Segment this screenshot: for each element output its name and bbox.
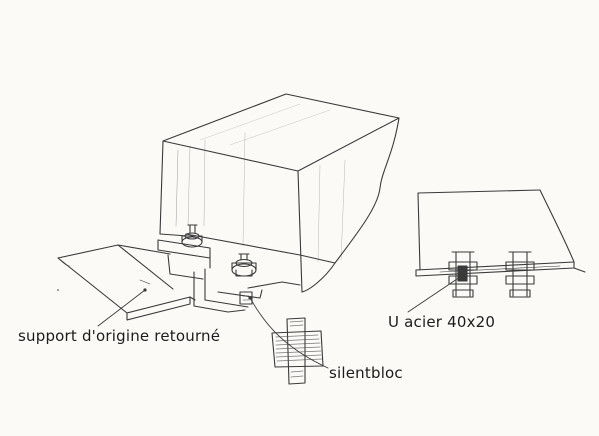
bolt-left-3: [239, 291, 253, 305]
support-bracket: [57, 244, 196, 321]
detail-bolt-1: [448, 251, 478, 298]
leader-u-acier: [407, 276, 461, 313]
box-body: [159, 93, 400, 293]
bolt-left-2: [231, 253, 257, 277]
bolt-left-1: [181, 224, 203, 248]
support-label: support d'origine retourné: [18, 327, 221, 345]
silentbloc-label: silentbloc: [329, 364, 403, 382]
u-channel-left: [157, 239, 301, 313]
u-acier-label: U acier 40x20: [388, 313, 496, 331]
leader-silentbloc: [249, 297, 329, 369]
leader-support: [97, 289, 146, 327]
detail-box: [415, 189, 586, 277]
detail-bolt-2: [505, 251, 535, 298]
